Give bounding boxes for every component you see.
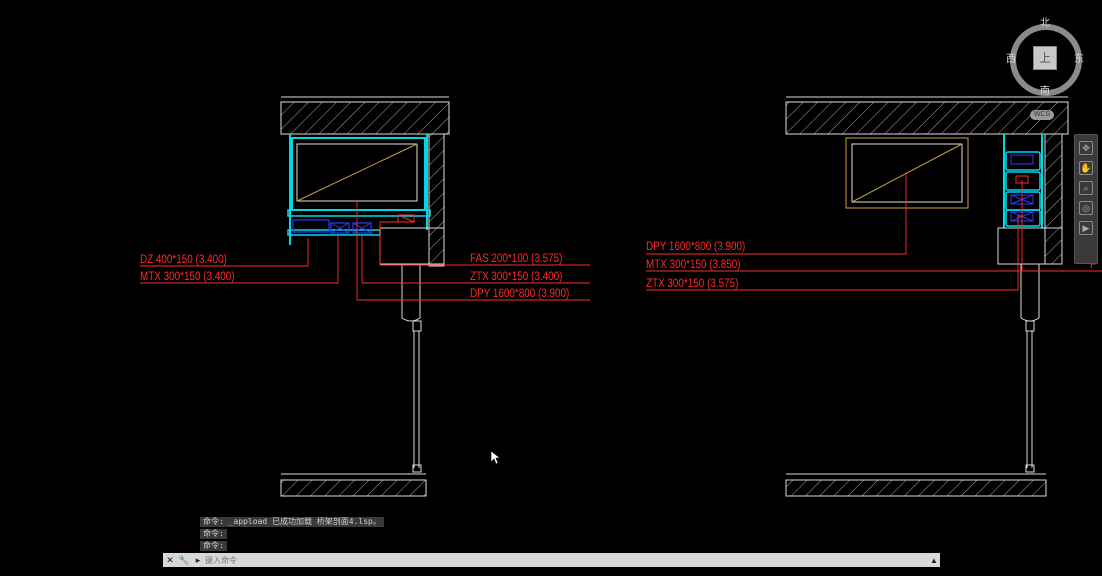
label-dz: DZ 400*150 (3.400) [140, 254, 227, 266]
label-right-ztx: ZTX 300*150 (3.575) [646, 278, 739, 290]
command-history-line: 命令: _appload 已成功加载 桥架剖面4.lsp。 [200, 517, 384, 527]
command-line[interactable]: ✕ 🔧 ▸ 键入命令 ▲ [163, 553, 940, 567]
left-duct-dpy [291, 137, 426, 211]
left-tray-dz [292, 219, 330, 233]
command-history-line: 命令: [200, 529, 227, 539]
mouse-cursor-icon [491, 451, 501, 465]
label-dpy: DPY 1600*800 (3.900) [470, 288, 570, 300]
viewcube-face-top[interactable]: 上 [1033, 46, 1057, 70]
left-tray-ztx [352, 222, 372, 234]
left-floor-slab [280, 479, 427, 497]
left-wall-column [428, 133, 445, 267]
orbit-icon[interactable]: ◎ [1079, 201, 1093, 215]
right-duct-dpy [845, 137, 969, 209]
viewcube-east[interactable]: 东 [1074, 54, 1084, 65]
command-history-line: 命令: [200, 541, 227, 551]
command-input[interactable]: 键入命令 [205, 555, 237, 565]
right-ceiling-slab [785, 101, 1069, 135]
left-section [140, 96, 590, 497]
zoom-icon[interactable]: ⌕ [1079, 181, 1093, 195]
command-prompt-icon[interactable]: ▸ [195, 554, 201, 565]
right-floor-slab [785, 479, 1047, 497]
customize-wrench-icon[interactable]: 🔧 [178, 554, 190, 565]
left-tray-mtx [330, 222, 350, 234]
label-mtx: MTX 300*150 (3.400) [140, 271, 235, 283]
history-expand-icon[interactable]: ▲ [930, 555, 938, 565]
viewcube-south[interactable]: 南 [1040, 86, 1050, 97]
wcs-menu[interactable]: WCS [1030, 110, 1054, 120]
viewcube[interactable]: 北 南 西 东 上 [1006, 16, 1084, 97]
label-ztx: ZTX 300*150 (3.400) [470, 271, 563, 283]
steering-wheel-icon[interactable]: ✥ [1079, 141, 1093, 155]
label-right-dpy: DPY 1600*800 (3.900) [646, 241, 746, 253]
label-fas: FAS 200*100 (3.575) [470, 253, 563, 265]
pan-icon[interactable]: ✋ [1079, 161, 1093, 175]
right-section [646, 96, 1102, 497]
label-edge-f: F [1090, 259, 1097, 271]
viewcube-west[interactable]: 西 [1006, 54, 1016, 65]
viewcube-ring[interactable] [1010, 24, 1082, 96]
close-icon[interactable]: ✕ [166, 554, 174, 565]
left-ceiling-slab [280, 101, 450, 135]
showmotion-icon[interactable]: ▶ [1079, 221, 1093, 235]
viewcube-north[interactable]: 北 [1040, 18, 1050, 29]
navigation-bar[interactable]: ✥ ✋ ⌕ ◎ ▶ [1074, 134, 1098, 264]
label-right-mtx: MTX 300*150 (3.850) [646, 259, 741, 271]
